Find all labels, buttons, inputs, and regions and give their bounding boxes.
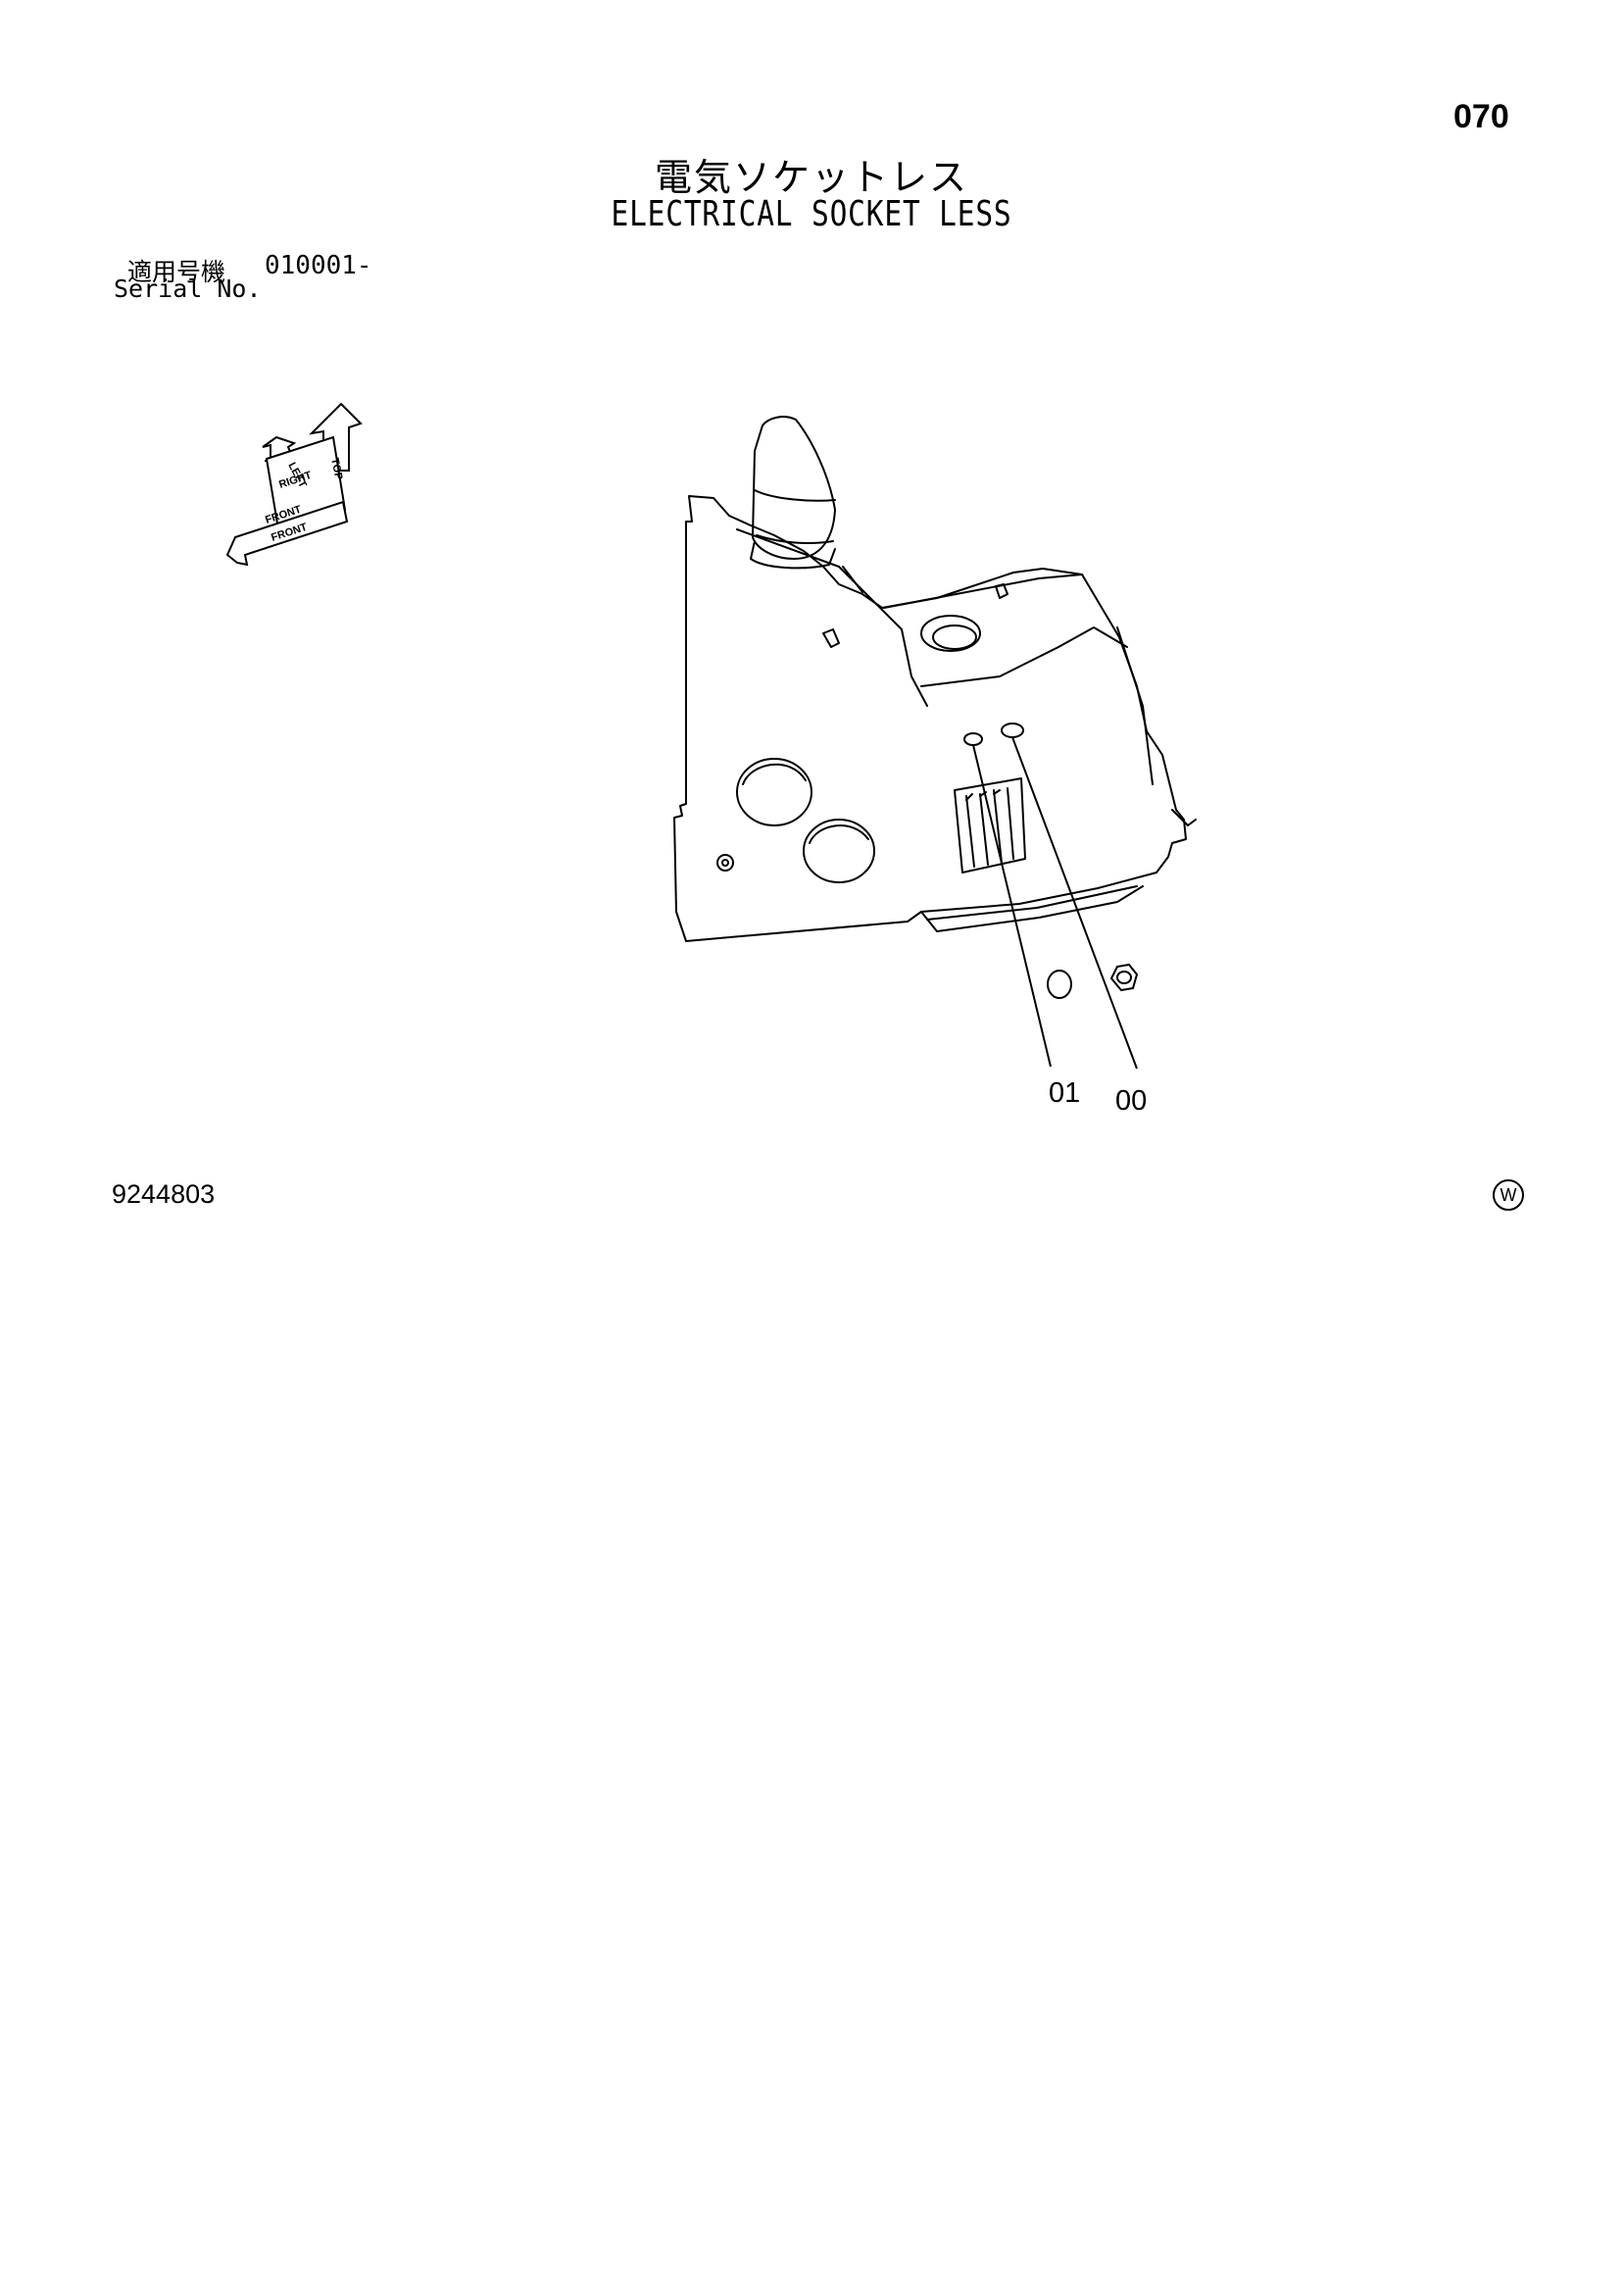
serial-label-english: Serial No. xyxy=(114,275,262,303)
cover-panel-drawing xyxy=(673,416,1197,942)
top-hole xyxy=(920,615,981,652)
vent-grille xyxy=(954,777,1026,873)
round-hole-upper xyxy=(736,758,812,826)
part-01-cap xyxy=(1047,970,1072,999)
round-hole-lower xyxy=(803,819,875,883)
orientation-indicator: TOP LEFT RIGHT FRONT FRONT xyxy=(225,402,363,567)
callout-00: 00 xyxy=(1115,1085,1147,1117)
panel-outline xyxy=(673,495,1187,942)
front-arrow-icon xyxy=(225,500,349,567)
label-top: TOP xyxy=(328,457,344,480)
socket-hole-left xyxy=(963,732,983,746)
title-english: ELECTRICAL SOCKET LESS xyxy=(611,194,1012,234)
part-00-nut xyxy=(1109,963,1139,992)
leader-line-01 xyxy=(972,744,1052,1068)
title-japanese: 電気ソケットレス xyxy=(654,156,968,199)
callouts xyxy=(972,736,1139,1070)
circled-w-mark: W xyxy=(1493,1179,1524,1211)
callout-01: 01 xyxy=(1049,1077,1080,1109)
socket-hole-right xyxy=(1001,723,1024,738)
serial-label-japanese: 適用号機 xyxy=(127,258,226,286)
page-number: 070 xyxy=(1453,98,1509,135)
serial-value: 010001- xyxy=(265,251,372,280)
leader-line-00 xyxy=(1011,736,1138,1070)
beacon-light xyxy=(752,416,836,560)
document-number: 9244803 xyxy=(112,1179,216,1209)
